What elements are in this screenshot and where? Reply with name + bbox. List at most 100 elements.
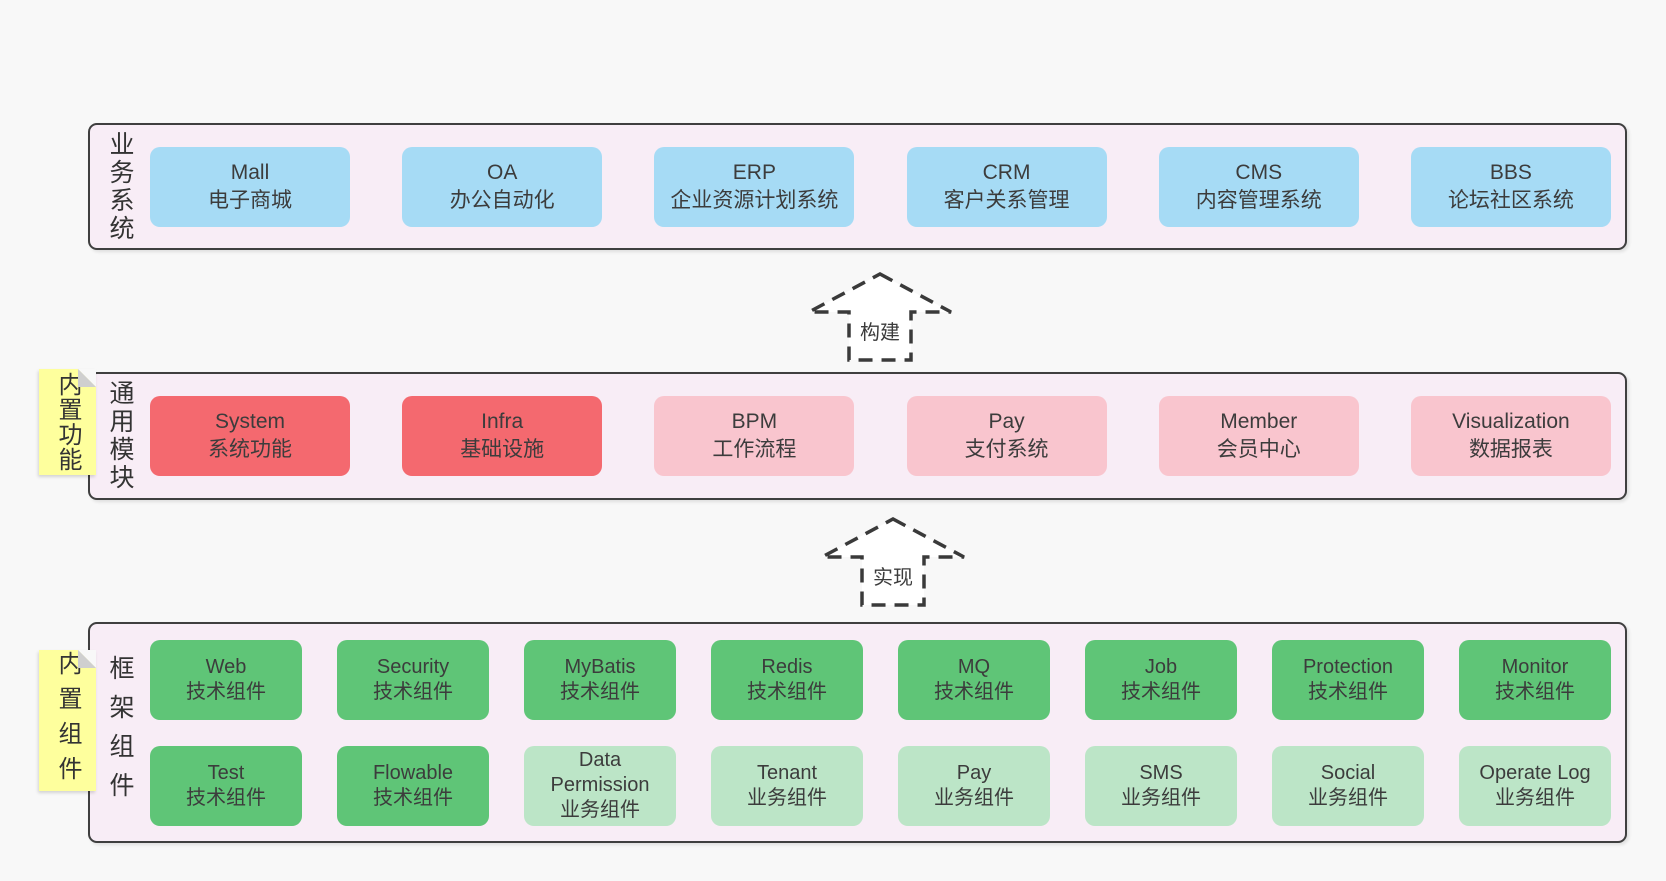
component-name-en: Web	[205, 655, 247, 678]
component-name-en: Job	[1144, 655, 1178, 678]
sticky-fold-icon	[78, 650, 96, 668]
component-name-en: BBS	[1489, 160, 1532, 184]
component-box-bbs: BBS 论坛社区系统	[1410, 146, 1611, 227]
component-box-bpm: BPM 工作流程	[654, 396, 855, 476]
component-box-erp: ERP 企业资源计划系统	[654, 146, 855, 227]
component-name-zh: 业务组件	[934, 786, 1014, 809]
component-name-en: SMS	[1139, 761, 1183, 784]
component-name-en: Pay	[988, 410, 1025, 434]
up-block-arrow-icon	[821, 517, 965, 607]
component-box-system: System 系统功能	[150, 396, 350, 476]
component-name-en: Mall	[230, 160, 270, 184]
component-name-en: Monitor	[1501, 655, 1569, 678]
component-name-en: Security	[376, 655, 450, 678]
component-name-en: Data Permission	[550, 749, 650, 796]
component-name-en: CRM	[982, 160, 1031, 184]
band-framework-label: 框架组件	[106, 654, 134, 811]
component-name-en: Protection	[1302, 655, 1394, 678]
component-name-zh: 基础设施	[460, 438, 545, 461]
component-name-en: Visualization	[1452, 410, 1570, 434]
sticky-builtin-components-label: 内置组件	[54, 650, 81, 791]
component-name-zh: 业务组件	[560, 799, 640, 821]
component-name-zh: 支付系统	[964, 438, 1049, 461]
component-name-en: OA	[487, 160, 518, 184]
component-name-zh: 业务组件	[1495, 786, 1575, 809]
component-box-crm: CRM 客户关系管理	[906, 146, 1107, 227]
component-name-zh: 技术组件	[373, 680, 453, 703]
component-name-en: CMS	[1235, 160, 1283, 184]
component-box-data-permission: Data Permission 业务组件	[524, 745, 676, 826]
sticky-builtin-features-label: 内置功能	[54, 372, 81, 472]
component-name-zh: 技术组件	[747, 680, 827, 703]
component-name-zh: 客户关系管理	[943, 188, 1070, 212]
component-name-en: Test	[207, 761, 245, 784]
component-name-zh: 业务组件	[747, 786, 827, 809]
component-name-zh: 论坛社区系统	[1447, 188, 1574, 212]
component-name-zh: 技术组件	[934, 680, 1014, 703]
component-name-zh: 内容管理系统	[1195, 188, 1322, 212]
band-business-label: 业务系统	[106, 130, 134, 243]
component-box-cms: CMS 内容管理系统	[1158, 146, 1359, 227]
up-block-arrow-icon	[808, 272, 952, 362]
component-name-en: Operate Log	[1479, 761, 1591, 784]
component-name-en: ERP	[732, 160, 776, 184]
build-arrow: 构建	[805, 270, 955, 365]
sticky-fold-icon	[78, 369, 96, 387]
component-name-zh: 业务组件	[1308, 786, 1388, 809]
component-name-en: MQ	[957, 655, 991, 678]
component-name-en: Pay	[956, 761, 992, 784]
implement-arrow: 实现	[818, 515, 968, 610]
implement-arrow-label: 实现	[873, 567, 913, 589]
component-name-zh: 技术组件	[186, 680, 266, 703]
component-name-zh: 业务组件	[1121, 786, 1201, 809]
build-arrow-label: 构建	[860, 322, 900, 344]
component-name-en: BPM	[731, 410, 778, 434]
component-name-zh: 办公自动化	[449, 188, 555, 212]
component-box-mall: Mall 电子商城	[150, 146, 350, 227]
component-name-en: Tenant	[756, 761, 818, 784]
component-name-zh: 技术组件	[1308, 680, 1388, 703]
band-business-systems: 业务系统 Mall 电子商城 OA 办公自动化 ERP 企业资源计划系统 CRM 客户关系管理…	[88, 123, 1627, 250]
component-name-zh: 技术组件	[1495, 680, 1575, 703]
component-name-en: Social	[1320, 761, 1376, 784]
component-row: Mall 电子商城 OA 办公自动化 ERP 企业资源计划系统 CRM 客户关系管理 CMS 内容…	[150, 146, 1611, 227]
component-name-zh: 技术组件	[186, 786, 266, 809]
component-name-zh: 技术组件	[1121, 680, 1201, 703]
component-name-en: System	[214, 410, 285, 434]
band-modules-label: 通用模块	[106, 380, 134, 492]
component-name-zh: 技术组件	[373, 786, 453, 809]
sticky-note-builtin-components: 内置组件	[39, 650, 96, 791]
component-name-zh: 工作流程	[712, 438, 797, 461]
component-name-zh: 企业资源计划系统	[670, 188, 839, 212]
component-name-zh: 电子商城	[208, 188, 292, 212]
sticky-note-builtin-features: 内置功能	[39, 369, 96, 475]
band-business-rows: Mall 电子商城 OA 办公自动化 ERP 企业资源计划系统 CRM 客户关系管理 CMS 内容…	[150, 125, 1625, 248]
component-name-en: Redis	[761, 655, 813, 678]
component-name-zh: 系统功能	[208, 438, 292, 461]
component-name-en: Member	[1220, 410, 1298, 434]
